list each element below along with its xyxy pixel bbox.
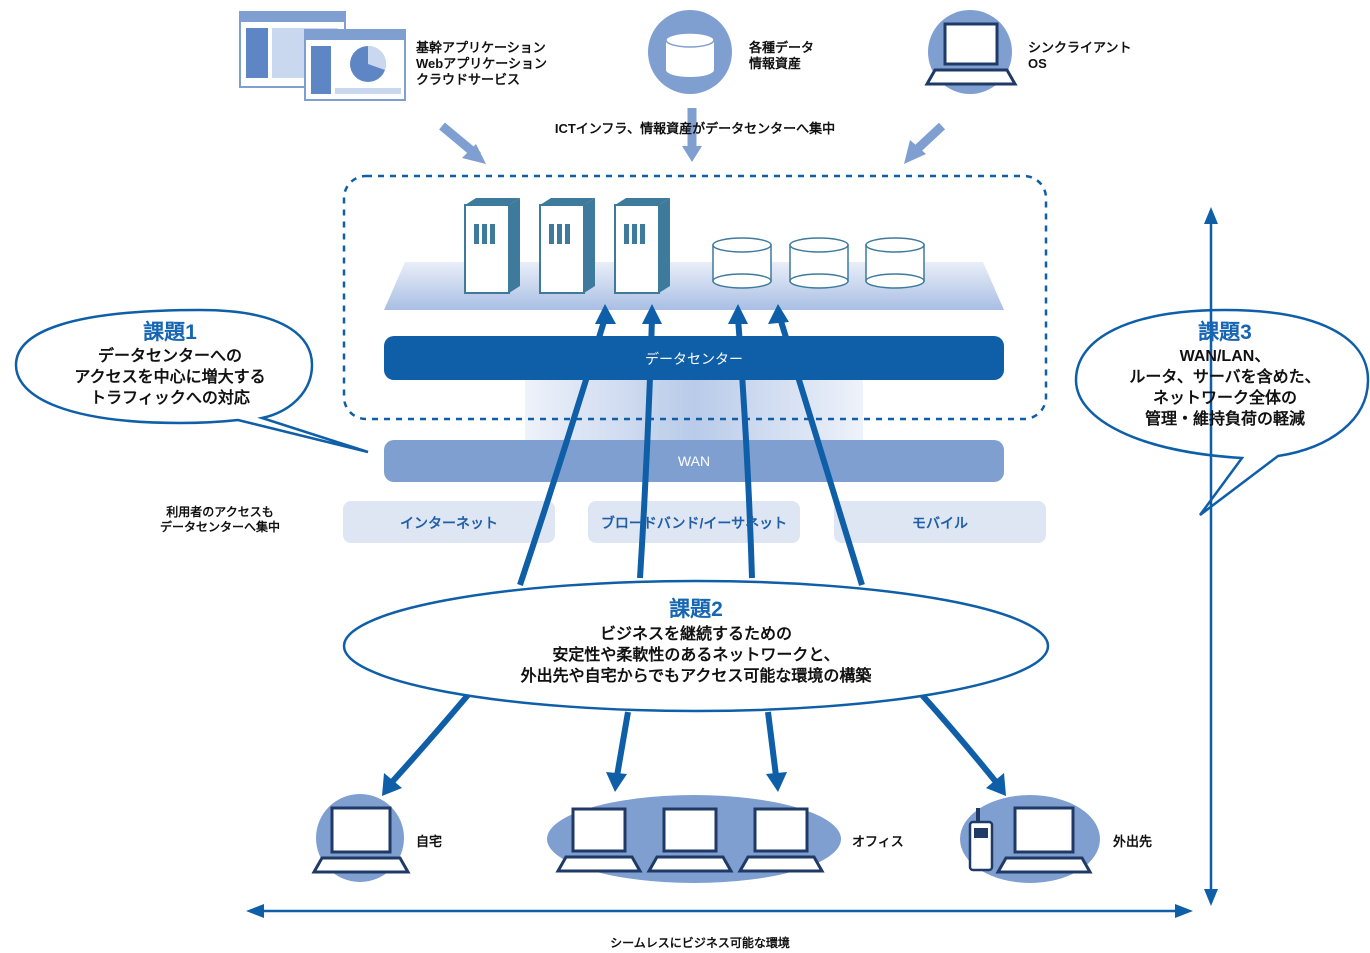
issue-1-bubble [14, 308, 369, 454]
issue-2-ellipse [342, 579, 1050, 713]
thin-client-laptop-icon [924, 10, 1018, 94]
segment-mobile [834, 501, 1046, 543]
issue-3-body: WAN/LAN、 ルータ、サーバを含めた、 ネットワーク全体の 管理・維持負荷の… [1129, 348, 1321, 428]
convergence-caption: ICTインフラ、情報資産がデータセンターへ集中 [554, 121, 836, 136]
home-laptop-icon [311, 794, 411, 882]
thin-client-label: シンクライアント OS [1028, 40, 1132, 71]
bottom-caption: シームレスにビジネス可能な環境 [610, 936, 790, 950]
segment-mobile-label: モバイル [912, 515, 968, 531]
arrow-head-up [728, 304, 748, 324]
datacenter-boundary [342, 174, 1048, 421]
arrow-head-down [606, 772, 627, 792]
arrow-head-right [1175, 904, 1193, 918]
arrow-head-up [642, 304, 662, 324]
arrow-head-up [1204, 207, 1218, 224]
issue-1-body: データセンターへの アクセスを中心に増大する トラフィックへの対応 [74, 348, 266, 407]
arrow-head-down [986, 773, 1006, 796]
server-icon [464, 198, 520, 294]
upward-arrows [517, 317, 865, 586]
issue-1-title: 課題1 [143, 321, 197, 344]
storage-icon [789, 237, 849, 289]
wan-bar [384, 440, 1004, 482]
arrow-head-up [595, 304, 616, 324]
outside-label: 外出先 [1113, 834, 1153, 849]
segment-internet [343, 501, 555, 543]
issue-3-title: 課題3 [1198, 321, 1252, 344]
home-label: 自宅 [416, 834, 443, 849]
arrow-head-down [766, 772, 787, 792]
arrow-head-client [904, 140, 926, 164]
data-assets-label: 各種データ 情報資産 [749, 40, 815, 71]
apps-label: 基幹アプリケーション Webアプリケーション クラウドサービス [416, 40, 547, 87]
arrow-head-left [246, 904, 264, 918]
wan-label: WAN [677, 453, 711, 469]
server-icon [614, 198, 670, 294]
office-label: オフィス [852, 834, 904, 849]
segment-broadband-label: ブロードバンド/イーサネット [600, 515, 788, 531]
datacenter-bar [384, 336, 1004, 380]
user-access-caption: 利用者のアクセスも データセンターへ集中 [159, 505, 280, 534]
storage-icon [865, 237, 925, 289]
application-window-icon [239, 11, 406, 101]
database-icon [648, 10, 732, 94]
downward-arrows [389, 692, 999, 785]
mobile-phone-laptop-icon [960, 795, 1100, 883]
storage-icon [712, 237, 772, 289]
issue-2-body: ビジネスを継続するための 安定性や柔軟性のあるネットワークと、 外出先や自宅から… [520, 626, 872, 685]
office-laptops-icon [547, 795, 841, 883]
arrow-head-down [1204, 889, 1218, 906]
issue-2-title: 課題2 [669, 598, 723, 621]
server-icon [539, 198, 595, 294]
arrow-head-data [682, 146, 702, 162]
datacenter-label: データセンター [645, 351, 743, 367]
arrow-head-apps [462, 144, 486, 164]
issue-3-bubble [1074, 308, 1370, 516]
segment-internet-label: インターネット [400, 515, 498, 531]
arrow-head-down [382, 773, 402, 796]
arrow-head-up [768, 304, 789, 324]
